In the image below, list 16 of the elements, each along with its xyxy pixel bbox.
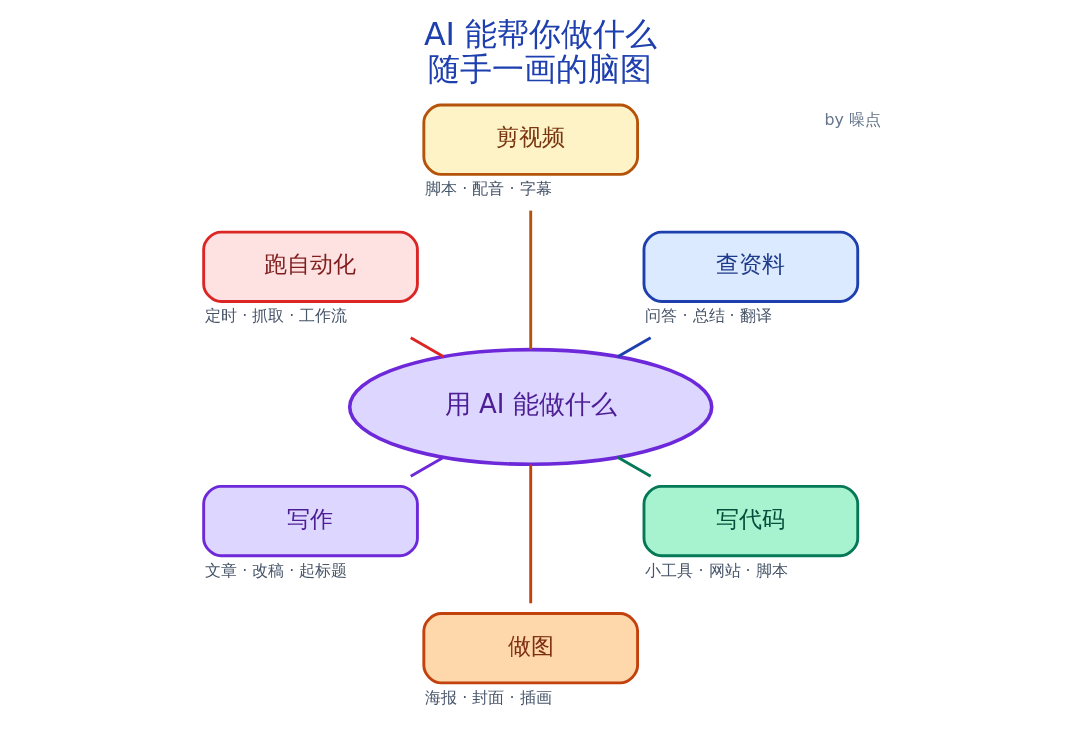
diagram-title: AI 能帮你做什么: [423, 16, 657, 53]
connector: [616, 336, 651, 358]
connector: [528, 210, 532, 350]
connector: [409, 455, 444, 478]
node-label: 文章 · 改稿 · 起标题: [204, 560, 347, 580]
node-label: 海报 · 封面 · 插画: [424, 687, 552, 707]
node-label: 定时 · 抓取 · 工作流: [204, 306, 347, 326]
connector: [409, 336, 444, 358]
label: by 噪点: [824, 110, 881, 130]
node-label: 小工具 · 网站 · 脚本: [644, 560, 788, 580]
connector: [616, 455, 651, 478]
node-label: 脚本 · 配音 · 字幕: [424, 179, 552, 199]
caption: 随手一画的脑图: [428, 50, 652, 87]
node-label: 问答 · 总结 · 翻译: [644, 306, 772, 326]
connector: [528, 464, 532, 604]
node-ellipse: 用 AI 能做什么: [347, 347, 713, 467]
